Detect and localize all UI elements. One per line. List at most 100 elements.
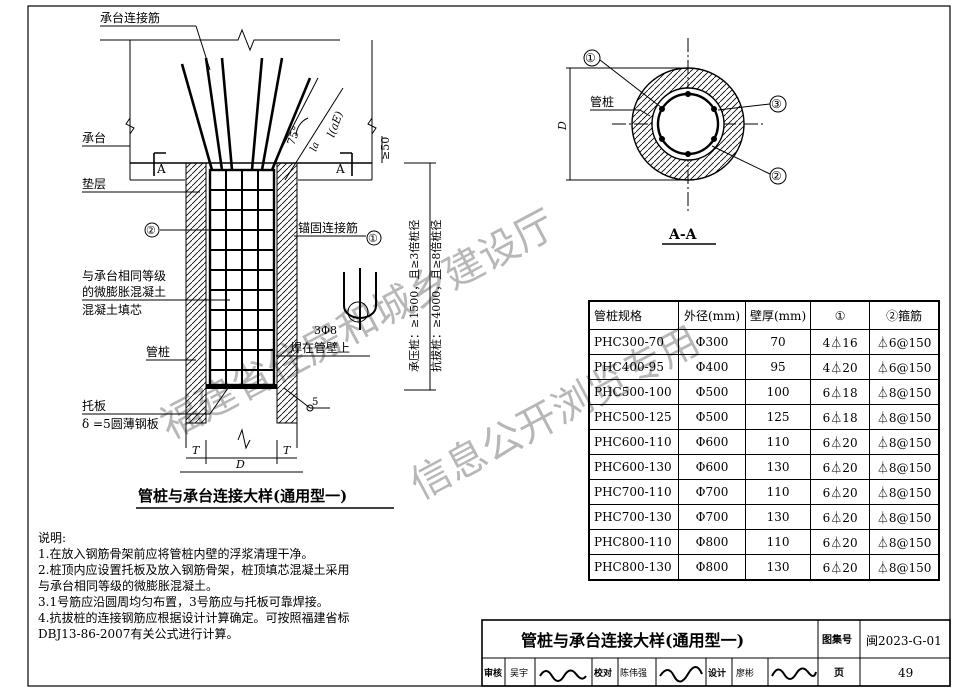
col-header-spec: 管桩规格 [588,300,679,330]
table-cell: 130 [744,504,812,530]
table-cell: PHC700-110 [588,479,679,505]
table-cell: 4⏃16 [810,329,871,355]
table-cell: 110 [744,529,812,555]
steel-plate [206,384,277,389]
table-cell: ⏃8@150 [869,429,940,455]
dim-T-left: T [192,444,201,457]
table-cell: 6⏃20 [810,554,871,581]
table-cell: 70 [744,329,812,355]
table-cell: ⏃8@150 [869,404,940,430]
label-fill-2: 的微膨胀混凝土 [82,284,166,299]
signature-3 [771,667,817,680]
table-cell: ⏃8@150 [869,529,940,555]
label-fill-1: 与承台相同等级 [82,268,166,283]
table-cell: Φ400 [678,354,746,380]
dim-ge50: ≥50 [379,137,392,160]
table-cell: 6⏃20 [810,479,871,505]
label-plate-1: 托板 [82,399,106,413]
table-cell: PHC700-130 [588,504,679,530]
table-cell: Φ300 [678,329,746,355]
titleblock-page: 49 [898,666,913,680]
table-cell: PHC600-110 [588,429,679,455]
table-cell: 130 [744,554,812,581]
titleblock-checker-label: 校对 [594,667,612,679]
table-cell: PHC600-130 [588,454,679,480]
label-bar3-weld: 焊在管壁上 [290,340,350,355]
section-callout-2: ② [771,169,782,183]
watermark-line1: 福建省住房和城乡建设厅 [153,202,563,449]
note-line: 3.1号筋应沿圆周均匀布置，3号筋应与托板可靠焊接。 [38,595,329,609]
label-lae: l(aE) [325,109,346,139]
table-cell: Φ700 [678,504,746,530]
note-line: DBJ13-86-2007有关公式进行计算。 [38,627,239,641]
note-line: 与承台相同等级的微膨胀混凝土。 [38,579,219,593]
col-header-od: 外径(mm) [678,300,746,330]
label-fill-3: 混凝土填芯 [82,302,142,317]
section-callout-1: ① [585,51,596,65]
titleblock-atlas-label: 图集号 [822,633,852,646]
table-header-row: 管桩规格 外径(mm) 壁厚(mm) ① ②箍筋 [588,300,940,330]
col-header-wall: 壁厚(mm) [744,300,812,330]
table-cell: 6⏃20 [810,504,871,530]
signature-2 [659,666,703,683]
section-mark-a-left: A [156,162,166,176]
pile-wall-left [185,162,207,424]
table-cell: PHC500-100 [588,379,679,405]
table-cell: 110 [744,479,812,505]
label-pile: 管桩 [146,344,170,359]
table-cell: Φ500 [678,404,746,430]
table-cell: 6⏃20 [810,429,871,455]
table-cell: PHC300-70 [588,329,679,355]
col-header-stirrup: ②箍筋 [869,300,940,330]
table-cell: Φ800 [678,554,746,581]
section-label-pile: 管桩 [590,94,614,109]
table-cell: ⏃6@150 [869,354,940,380]
table-cell: ⏃8@150 [869,554,940,581]
titleblock-designer-label: 设计 [708,667,726,679]
label-bar3: 3Φ8 [314,324,337,337]
table-cell: Φ600 [678,454,746,480]
titleblock-designer: 廖彬 [736,667,754,679]
table-cell: PHC500-125 [588,404,679,430]
table-cell: PHC800-130 [588,554,679,581]
table-cell: 6⏃20 [810,529,871,555]
section-title: A-A [668,227,698,243]
label-rebar-top: 承台连接筋 [100,10,160,25]
label-la: la [308,141,321,153]
table-cell: PHC400-95 [588,354,679,380]
note-line: 4.抗拔桩的连接钢筋应根据设计计算确定。可按照福建省标 [38,611,350,625]
table-cell: Φ800 [678,529,746,555]
titleblock-reviewer-label: 审核 [484,667,502,679]
table-cell: Φ700 [678,479,746,505]
table-cell: ⏃8@150 [869,454,940,480]
section-aa: D ① 管桩 ③ ② A-A [556,38,787,245]
table-cell: 95 [744,354,812,380]
table-cell: ⏃8@150 [869,479,940,505]
col-header-bar1: ① [810,300,871,330]
titleblock-page-label: 页 [834,667,844,679]
dim-pull-pile: 抗拔桩：≥4000，且≥8倍桩径 [429,220,443,372]
table-cell: ⏃8@150 [869,504,940,530]
signature-1 [539,669,587,682]
table-cell: 110 [744,429,812,455]
label-circle1: ① [368,232,378,245]
label-cap: 承台 [82,130,106,145]
dim-D: D [235,458,245,471]
table-cell: 130 [744,454,812,480]
titleblock-atlas-no: 闽2023-G-01 [866,634,942,648]
table-cell: ⏃6@150 [869,329,940,355]
table-cell: PHC800-110 [588,529,679,555]
notes-heading: 说明: [38,531,67,545]
table-cell: Φ600 [678,429,746,455]
table-cell: 4⏃20 [810,354,871,380]
